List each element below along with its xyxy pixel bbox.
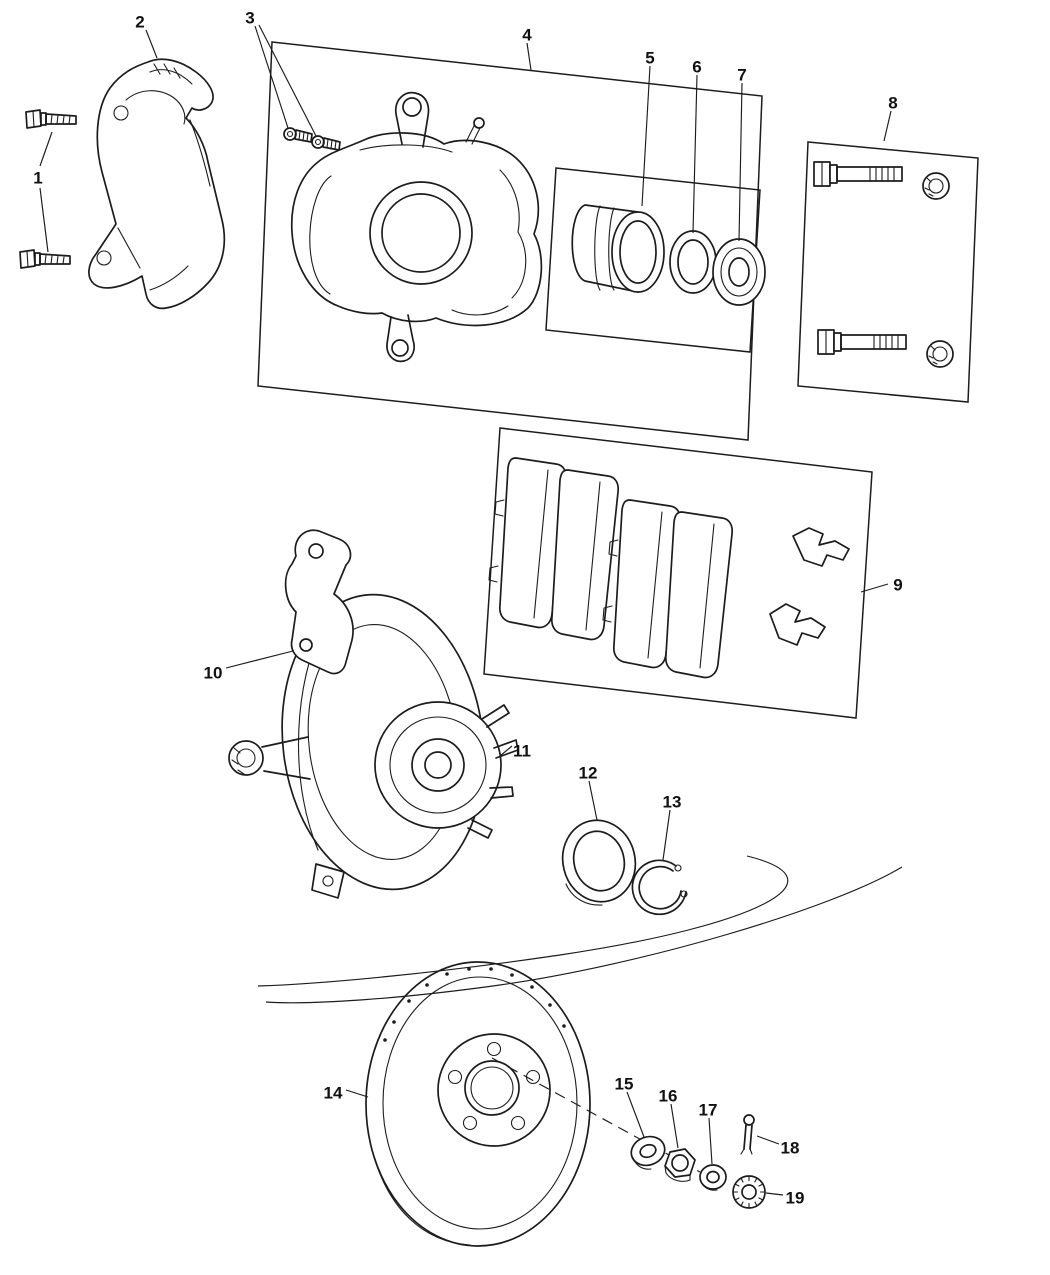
callout-label-8: 8: [888, 94, 897, 113]
caliper-piston: [571, 204, 665, 293]
brake-pad-inner-b: [550, 469, 620, 641]
brake-rotor: [365, 961, 591, 1247]
callout-label-3: 3: [245, 9, 254, 28]
callout-label-11: 11: [513, 742, 531, 761]
caliper-adapter: [88, 58, 226, 310]
snap-ring: [631, 859, 688, 916]
callout-label-16: 16: [659, 1087, 678, 1106]
adapter-bolt-lower: [19, 249, 71, 269]
callout-label-7: 7: [737, 66, 746, 85]
piston-seal-box: [545, 167, 761, 353]
cotter-pin: [740, 1114, 755, 1155]
guide-pin-lower: [817, 329, 954, 368]
bearing: [561, 819, 637, 906]
callout-labels: 1 2 3 4 5 6 7 8 9 10 11 12 13 14 15 16 1…: [33, 9, 902, 1208]
piston-dust-boot: [712, 238, 766, 306]
caliper-assembly-box: [257, 41, 763, 441]
axis-center-line: [491, 1057, 701, 1173]
callout-label-5: 5: [645, 49, 654, 68]
leader-lines: [39, 24, 892, 1196]
callout-label-9: 9: [893, 576, 902, 595]
callout-label-2: 2: [135, 13, 144, 32]
callout-label-13: 13: [663, 793, 682, 812]
guide-pin-box: [797, 141, 979, 403]
callout-label-10: 10: [204, 664, 223, 683]
caliper-pin-screw-a: [283, 127, 313, 143]
callout-label-1: 1: [33, 169, 42, 188]
callout-label-19: 19: [786, 1189, 805, 1208]
guide-pin-upper: [813, 161, 950, 200]
callout-label-6: 6: [692, 58, 701, 77]
pad-abutment-clip-upper: [792, 527, 850, 567]
spindle-washer: [630, 1135, 666, 1170]
callout-label-12: 12: [579, 764, 598, 783]
caliper-pin-screw-b: [311, 135, 341, 151]
thrust-washer: [699, 1164, 727, 1191]
hub-and-bearing: [374, 701, 519, 839]
sweep-leader-lines: [257, 855, 903, 1004]
callout-label-14: 14: [324, 1084, 343, 1103]
adapter-bolt-upper: [25, 109, 77, 129]
callout-label-15: 15: [615, 1075, 634, 1094]
callout-label-18: 18: [781, 1139, 800, 1158]
pad-abutment-clip-lower: [769, 603, 826, 646]
nut-retainer-cap: [732, 1175, 766, 1209]
brake-pad-box: [483, 427, 873, 719]
hub-nut: [664, 1148, 696, 1182]
brake-pad-outer-b: [664, 511, 734, 679]
callout-label-17: 17: [699, 1101, 718, 1120]
disc-brake-caliper: [290, 91, 543, 363]
piston-seal: [669, 230, 717, 294]
callout-label-4: 4: [522, 26, 532, 45]
